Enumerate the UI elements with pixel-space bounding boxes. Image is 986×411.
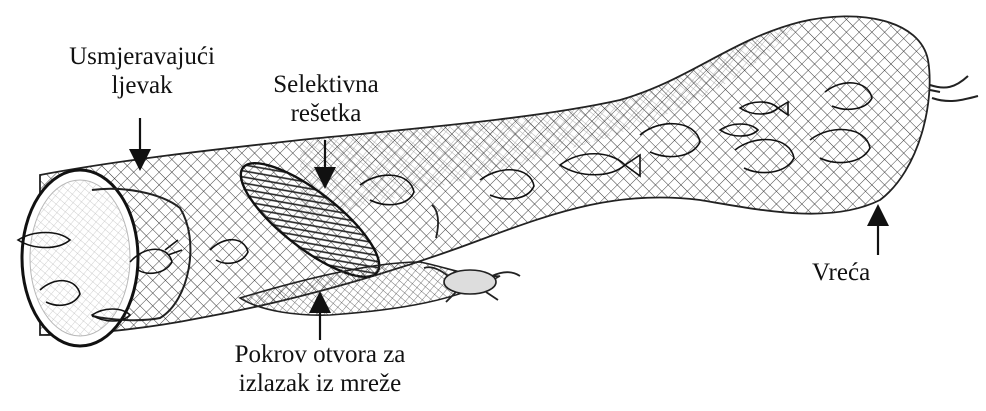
funnel-label: Usmjeravajući ljevak bbox=[42, 42, 242, 100]
bag-label: Vreća bbox=[812, 258, 932, 287]
cover-label-line2: izlazak iz mreže bbox=[190, 369, 450, 398]
funnel-label-line1: Usmjeravajući bbox=[42, 42, 242, 71]
grid-label-line2: rešetka bbox=[226, 99, 426, 128]
grid-label: Selektivna rešetka bbox=[226, 70, 426, 128]
grid-label-line1: Selektivna bbox=[226, 70, 426, 99]
funnel-label-line2: ljevak bbox=[42, 71, 242, 100]
net-mouth-inner bbox=[30, 180, 130, 336]
cover-label-line1: Pokrov otvora za bbox=[190, 340, 450, 369]
bag-label-text: Vreća bbox=[812, 258, 932, 287]
bag-tie-rope bbox=[930, 76, 978, 101]
cover-label: Pokrov otvora za izlazak iz mreže bbox=[190, 340, 450, 398]
